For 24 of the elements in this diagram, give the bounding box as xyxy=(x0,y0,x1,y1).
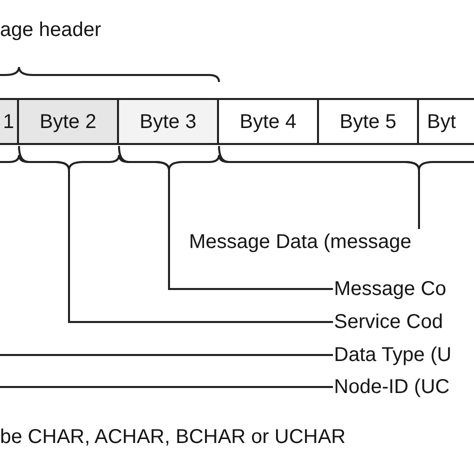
label-text: Data Type (U xyxy=(334,344,452,366)
label-text: Byte 3 xyxy=(140,110,196,132)
label-text: Message Data (message xyxy=(189,231,412,253)
label-text: Node-ID (UC xyxy=(334,376,450,398)
byte-cell xyxy=(0,98,19,145)
label-text: 1 xyxy=(2,110,14,132)
byte-cell xyxy=(119,98,219,145)
leader-line xyxy=(118,146,333,290)
label-text: be CHAR, ACHAR, BCHAR or UCHAR xyxy=(0,426,346,448)
label-text: Byte 5 xyxy=(340,110,396,132)
label-text: Byt xyxy=(427,110,456,132)
leader-line xyxy=(218,146,420,229)
label-text: Message Co xyxy=(334,278,446,300)
byte-cell xyxy=(319,98,419,145)
label-text: Byte 4 xyxy=(240,110,296,132)
label-text: Service Cod xyxy=(334,311,443,333)
byte-cell xyxy=(419,98,474,145)
label-text: age header xyxy=(0,19,102,41)
byte-cell xyxy=(219,98,319,145)
label-text: Byte 2 xyxy=(40,110,96,132)
leader-line xyxy=(18,146,333,323)
leader-line xyxy=(0,354,333,356)
byte-cell xyxy=(19,98,119,145)
leader-line xyxy=(0,386,333,388)
